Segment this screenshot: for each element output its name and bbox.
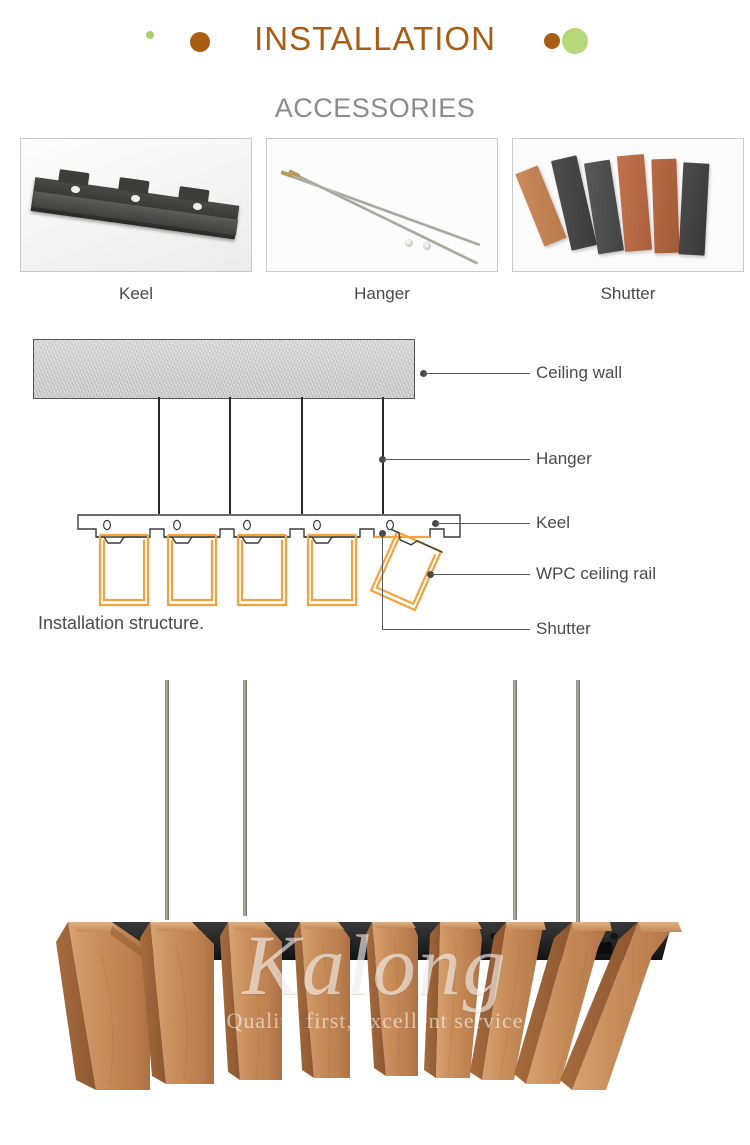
keel-rail-svg	[77, 514, 461, 612]
diagram-label-keel: Keel	[536, 513, 571, 532]
diagram-label-ceiling-wall: Ceiling wall	[536, 363, 622, 382]
decorative-dot-brown-large	[190, 32, 210, 52]
leader-dot-shutter	[379, 530, 386, 537]
photo-hanger-rod-1	[165, 680, 169, 920]
leader-dot-hanger	[379, 456, 386, 463]
accessory-card-shutter: Shutter	[512, 138, 744, 304]
hanger-rod-3	[301, 397, 303, 514]
photo-hanger-rod-2	[243, 680, 247, 916]
page-header: INSTALLATION	[0, 0, 750, 80]
accessories-row: Keel Hanger	[0, 138, 750, 308]
installation-structure-diagram: Ceiling wall Hanger Keel WPC ceiling rai…	[0, 330, 750, 650]
product-photo: Kalong Quality first, excellent service	[0, 660, 750, 1110]
hanger-rod-4	[382, 397, 384, 514]
accessory-label-hanger: Hanger	[354, 284, 410, 303]
leader-dot-ceiling-wall	[420, 370, 427, 377]
wpc-ceiling-assembly-svg	[56, 922, 682, 1090]
decorative-dot-green-large	[562, 28, 588, 54]
accessory-label-shutter: Shutter	[600, 284, 656, 303]
accessories-section-title: ACCESSORIES	[274, 93, 476, 123]
leader-line-shutter-horizontal	[382, 629, 530, 630]
photo-hanger-rod-4	[576, 680, 580, 932]
leader-line-shutter-vertical	[382, 534, 383, 630]
shutter-illustration	[513, 139, 743, 271]
accessory-label-keel: Keel	[118, 284, 154, 303]
diagram-caption: Installation structure.	[38, 613, 205, 633]
page-title: INSTALLATION	[254, 20, 496, 57]
hanger-rod-2	[229, 397, 231, 514]
decorative-dot-brown-small	[544, 33, 560, 49]
diagram-label-shutter: Shutter	[536, 619, 591, 638]
accessory-card-keel: Keel	[20, 138, 252, 304]
shutter-photo	[512, 138, 744, 272]
diagram-label-hanger: Hanger	[536, 449, 592, 468]
wpc-slat-group	[56, 922, 682, 1090]
hanger-photo	[266, 138, 498, 272]
keel-photo	[20, 138, 252, 272]
leader-dot-keel	[432, 520, 439, 527]
hanger-rod-1	[158, 397, 160, 514]
decorative-dot-green-small	[146, 31, 154, 39]
ceiling-wall-shape	[33, 339, 415, 399]
photo-hanger-rod-3	[513, 680, 517, 920]
keel-illustration	[21, 139, 251, 271]
hanger-illustration	[267, 139, 497, 271]
leader-line-ceiling-wall	[424, 373, 530, 374]
leader-line-keel	[436, 523, 530, 524]
leader-line-hanger	[383, 459, 530, 460]
diagram-label-wpc-ceiling-rail: WPC ceiling rail	[536, 564, 656, 583]
leader-line-wpc-rail	[431, 574, 530, 575]
accessory-card-hanger: Hanger	[266, 138, 498, 304]
leader-dot-wpc-rail	[427, 571, 434, 578]
